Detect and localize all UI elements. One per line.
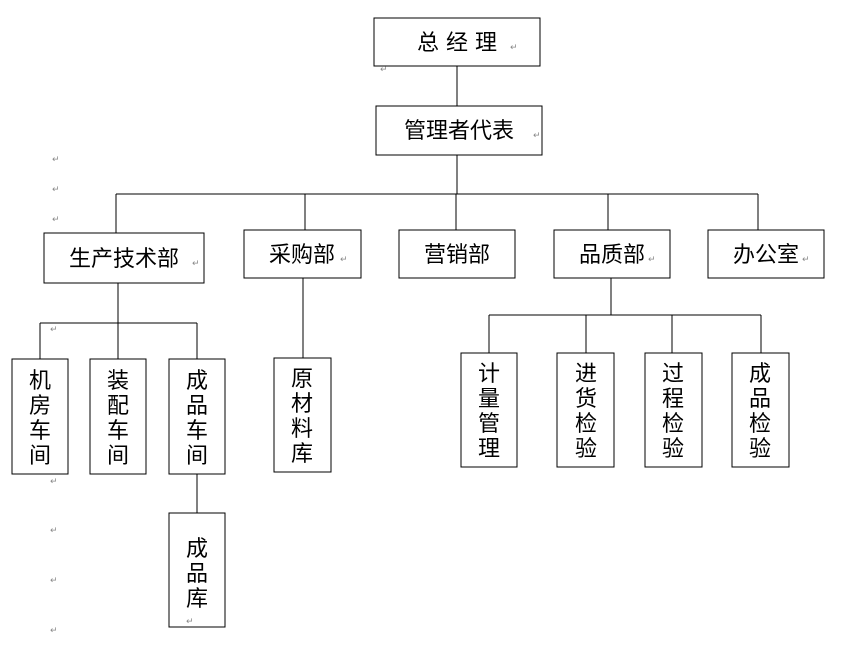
vertical-label-char: 验 [749, 437, 771, 462]
return-mark: ↵ [340, 255, 348, 265]
return-mark: ↵ [802, 255, 810, 265]
box-unit-finished-workshop [168, 358, 226, 475]
label-general-manager: 总 经 理 [417, 31, 497, 56]
box-dept-production [43, 232, 205, 284]
box-dept-quality [553, 229, 671, 279]
connectors [39, 66, 762, 513]
vertical-label-char: 品 [186, 394, 208, 419]
vertical-label-char: 车 [186, 419, 208, 444]
vertical-label-char: 检 [662, 412, 684, 437]
return-mark: ↵ [192, 259, 200, 269]
vertical-label-char: 进 [575, 362, 597, 387]
vertical-label-char: 配 [107, 394, 129, 419]
vertical-label-char: 检 [575, 412, 597, 437]
return-mark: ↵ [380, 65, 388, 75]
label-dept-production: 生产技术部 [69, 247, 179, 272]
vertical-label-char: 检 [749, 412, 771, 437]
vertical-label-char: 品 [186, 562, 208, 587]
label-dept-office: 办公室 [733, 243, 799, 268]
vertical-label-char: 理 [478, 437, 500, 462]
box-general-manager [373, 17, 541, 67]
vertical-label-char: 材 [291, 392, 313, 417]
vertical-label-char: 程 [662, 387, 684, 412]
vertical-label-char: 货 [575, 387, 597, 412]
box-dept-purchase [243, 229, 362, 279]
box-dept-office [707, 229, 825, 279]
paragraph-marks: ↵ ↵ ↵ ↵ ↵ ↵ ↵ ↵ ↵ ↵ ↵ ↵ ↵ ↵ ↵ ↵ [50, 43, 810, 636]
box-management-rep [375, 105, 543, 156]
return-mark: ↵ [50, 626, 58, 636]
vertical-label-char: 计 [478, 362, 500, 387]
box-unit-assembly [89, 358, 147, 475]
vertical-label-char: 库 [186, 587, 208, 612]
vertical-label-char: 成 [186, 369, 208, 394]
label-management-rep: 管理者代表 [404, 119, 514, 144]
vertical-label-char: 料 [291, 417, 313, 442]
vertical-label-char: 成 [749, 362, 771, 387]
vertical-label-char: 品 [749, 387, 771, 412]
vertical-label-char: 间 [186, 444, 208, 469]
vertical-label-char: 机 [29, 369, 51, 394]
vertical-label-char: 车 [29, 419, 51, 444]
return-mark: ↵ [510, 43, 518, 53]
return-mark: ↵ [50, 576, 58, 586]
box-unit-raw-material [273, 357, 332, 473]
return-mark: ↵ [50, 325, 58, 335]
vertical-label-char: 原 [291, 367, 313, 392]
box-unit-measure [460, 352, 518, 468]
box-dept-sales [398, 229, 516, 279]
label-dept-purchase: 采购部 [269, 243, 335, 268]
box-unit-finished-store [168, 512, 226, 628]
return-mark: ↵ [648, 255, 656, 265]
vertical-label-char: 成 [186, 537, 208, 562]
return-mark: ↵ [52, 215, 60, 225]
vertical-label-char: 间 [107, 444, 129, 469]
box-unit-machine [11, 358, 69, 475]
vertical-label-char: 间 [29, 444, 51, 469]
vertical-label-char: 装 [107, 369, 129, 394]
vertical-label-char: 库 [291, 442, 313, 467]
vertical-label-char: 过 [662, 362, 684, 387]
return-mark: ↵ [52, 185, 60, 195]
return-mark: ↵ [52, 155, 60, 165]
return-mark: ↵ [50, 477, 58, 487]
box-unit-incoming [556, 352, 615, 468]
return-mark: ↵ [186, 617, 194, 627]
box-unit-final [731, 352, 790, 468]
return-mark: ↵ [533, 131, 541, 141]
label-dept-quality: 品质部 [579, 243, 645, 268]
vertical-label-char: 量 [478, 387, 500, 412]
vertical-label-char: 验 [662, 437, 684, 462]
vertical-label-char: 验 [575, 437, 597, 462]
label-unit-finished-store: 成品库 [186, 537, 208, 612]
box-unit-process [644, 352, 703, 468]
vertical-label-char: 房 [29, 394, 51, 419]
label-dept-sales: 营销部 [424, 243, 490, 268]
return-mark: ↵ [50, 526, 58, 536]
vertical-label-char: 车 [107, 419, 129, 444]
vertical-label-char: 管 [478, 412, 500, 437]
